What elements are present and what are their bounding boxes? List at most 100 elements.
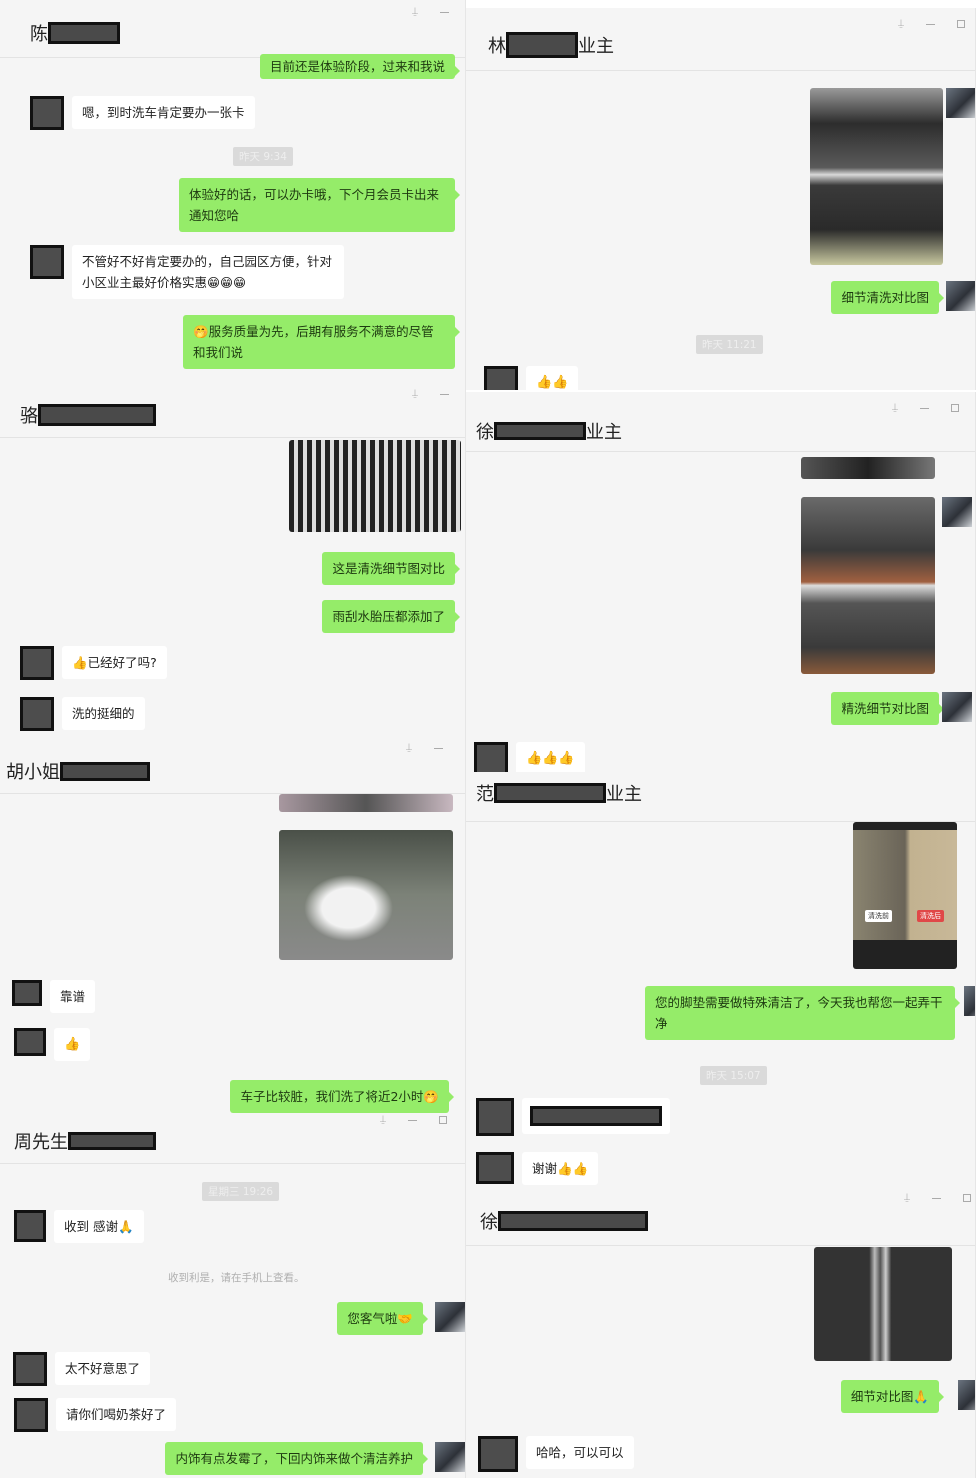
my-avatar[interactable] xyxy=(946,281,975,311)
message-out: 精洗细节对比图 xyxy=(831,692,944,725)
avatar[interactable] xyxy=(13,1352,47,1386)
message-out: 体验好的话，可以办卡哦，下个月会员卡出来通知您哈 xyxy=(179,178,460,232)
chat-title: 陈 xyxy=(30,20,120,46)
chat-window-zhou: 周先生 ⍊ 星期三 19:26 收到 感谢🙏 收到利是，请在手机上查看。 您客气… xyxy=(0,1114,466,1478)
avatar[interactable] xyxy=(30,245,64,279)
maximize-icon[interactable] xyxy=(439,1116,447,1124)
maximize-icon[interactable] xyxy=(957,20,965,28)
avatar[interactable] xyxy=(484,366,518,390)
minimize-icon[interactable] xyxy=(440,394,449,395)
message-out: 内饰有点发霉了，下回内饰来做个清洁养护 xyxy=(165,1442,428,1475)
photo-partial[interactable] xyxy=(801,457,935,479)
redacted-name xyxy=(494,783,606,803)
photo-white-car-garage[interactable] xyxy=(279,830,453,960)
timestamp: 昨天 15:07 xyxy=(700,1066,767,1085)
photo-wheel-cleaning[interactable] xyxy=(289,440,461,532)
pin-icon[interactable]: ⍊ xyxy=(892,402,898,413)
timestamp: 星期三 19:26 xyxy=(202,1182,280,1201)
avatar[interactable] xyxy=(14,1398,48,1432)
message-in: 洗的挺细的 xyxy=(20,697,145,731)
chat-window-hu: 胡小姐 ⍊ 靠谱 👍 车子比较脏，我们洗了将近2小时🤭 xyxy=(0,738,466,1114)
message-out: 🤭服务质量为先，后期有服务不满意的尽管和我们说 xyxy=(183,315,460,369)
message-in: 请你们喝奶茶好了 xyxy=(14,1398,177,1432)
chat-header: 范业主 xyxy=(466,772,975,822)
avatar[interactable] xyxy=(476,1098,514,1136)
message-out: 细节对比图🙏 xyxy=(840,1380,945,1413)
redacted-name xyxy=(48,22,120,44)
after-label: 清洗后 xyxy=(917,910,944,922)
chat-window-luo: 骆 ⍊ 这是清洗细节图对比 雨刮水胎压都添加了 👍已经好了吗? 洗的挺细的 xyxy=(0,388,466,738)
message-in: 太不好意思了 xyxy=(13,1352,151,1386)
message-in: 👍👍👍 xyxy=(474,742,585,772)
redacted-name xyxy=(60,761,150,781)
chat-header: 周先生 ⍊ xyxy=(0,1114,465,1164)
my-avatar[interactable] xyxy=(964,986,975,1016)
avatar[interactable] xyxy=(474,742,508,772)
chat-window-xu-1: 徐业主 ⍊ 精洗细节对比图 👍👍👍 xyxy=(466,392,976,772)
message-in: 👍 xyxy=(14,1028,91,1061)
timestamp: 昨天 9:34 xyxy=(233,147,293,166)
pin-icon[interactable]: ⍊ xyxy=(380,1114,386,1125)
message-out: 雨刮水胎压都添加了 xyxy=(322,600,460,633)
message-in: 谢谢👍👍 xyxy=(476,1152,599,1185)
redacted-name xyxy=(68,1132,156,1150)
avatar[interactable] xyxy=(20,646,54,680)
redacted-name xyxy=(494,422,586,440)
photo-headlight-comparison[interactable] xyxy=(810,88,943,265)
message-out: 目前还是体验阶段，过来和我说 xyxy=(259,54,461,79)
my-avatar[interactable] xyxy=(435,1302,465,1332)
message-out: 这是清洗细节图对比 xyxy=(322,552,460,585)
maximize-icon[interactable] xyxy=(951,404,959,412)
redacted-message xyxy=(530,1106,662,1126)
chat-title: 周先生 xyxy=(14,1128,156,1154)
chat-header: 徐 ⍊ xyxy=(466,1190,975,1246)
avatar[interactable] xyxy=(478,1436,518,1472)
pin-icon[interactable]: ⍊ xyxy=(406,742,412,753)
message-in: 嗯，到时洗车肯定要办一张卡 xyxy=(30,96,255,130)
avatar[interactable] xyxy=(476,1152,514,1184)
pin-icon[interactable]: ⍊ xyxy=(904,1192,910,1203)
message-in: 哈哈，可以可以 xyxy=(478,1436,634,1472)
message-in xyxy=(476,1098,670,1136)
my-avatar[interactable] xyxy=(942,692,972,722)
minimize-icon[interactable] xyxy=(920,408,929,409)
chat-window-lin: 林业主 ⍊ 细节清洗对比图 昨天 11:21 👍👍 xyxy=(466,8,976,390)
chat-header: 徐业主 ⍊ xyxy=(466,392,975,452)
timestamp: 昨天 11:21 xyxy=(696,335,763,354)
chat-window-chen: 陈 ⍊ 目前还是体验阶段，过来和我说 嗯，到时洗车肯定要办一张卡 昨天 9:34… xyxy=(0,0,466,390)
before-label: 清洗前 xyxy=(865,910,892,922)
message-in: 靠谱 xyxy=(12,980,96,1013)
chat-title: 林业主 xyxy=(488,32,614,58)
my-avatar[interactable] xyxy=(958,1380,975,1410)
minimize-icon[interactable] xyxy=(440,12,449,13)
photo-seat-rail-comparison[interactable] xyxy=(814,1247,952,1361)
minimize-icon[interactable] xyxy=(408,1120,417,1121)
message-in: 👍👍 xyxy=(484,366,579,390)
avatar[interactable] xyxy=(12,980,42,1006)
avatar[interactable] xyxy=(14,1028,46,1056)
chat-header: 陈 ⍊ xyxy=(0,0,465,58)
my-avatar[interactable] xyxy=(435,1442,465,1472)
photo-hinge-comparison[interactable] xyxy=(801,497,935,674)
redacted-name xyxy=(506,32,578,58)
message-in: 不管好不好肯定要办的，自己园区方便，针对小区业主最好价格实惠😁😁😁 xyxy=(30,245,344,299)
avatar[interactable] xyxy=(30,96,64,130)
pin-icon[interactable]: ⍊ xyxy=(898,18,904,29)
minimize-icon[interactable] xyxy=(926,24,935,25)
my-avatar[interactable] xyxy=(942,497,972,527)
system-notice: 收到利是，请在手机上查看。 xyxy=(168,1272,305,1284)
pin-icon[interactable]: ⍊ xyxy=(412,388,418,399)
pin-icon[interactable]: ⍊ xyxy=(412,6,418,17)
photo-floor-mat-comparison[interactable]: 清洗前 清洗后 xyxy=(853,822,957,969)
maximize-icon[interactable] xyxy=(963,1194,971,1202)
chat-window-xu-2: 徐 ⍊ 细节对比图🙏 哈哈，可以可以 xyxy=(466,1190,976,1478)
message-in: 👍已经好了吗? xyxy=(20,646,167,680)
photo-partial[interactable] xyxy=(279,794,453,812)
avatar[interactable] xyxy=(20,697,54,731)
chat-title: 骆 xyxy=(20,402,156,428)
avatar[interactable] xyxy=(14,1210,46,1242)
my-avatar[interactable] xyxy=(946,88,975,118)
minimize-icon[interactable] xyxy=(932,1198,941,1199)
chat-window-fan: 范业主 清洗前 清洗后 您的脚垫需要做特殊清洁了，今天我也帮您一起弄干净 昨天 … xyxy=(466,772,976,1190)
minimize-icon[interactable] xyxy=(434,748,443,749)
